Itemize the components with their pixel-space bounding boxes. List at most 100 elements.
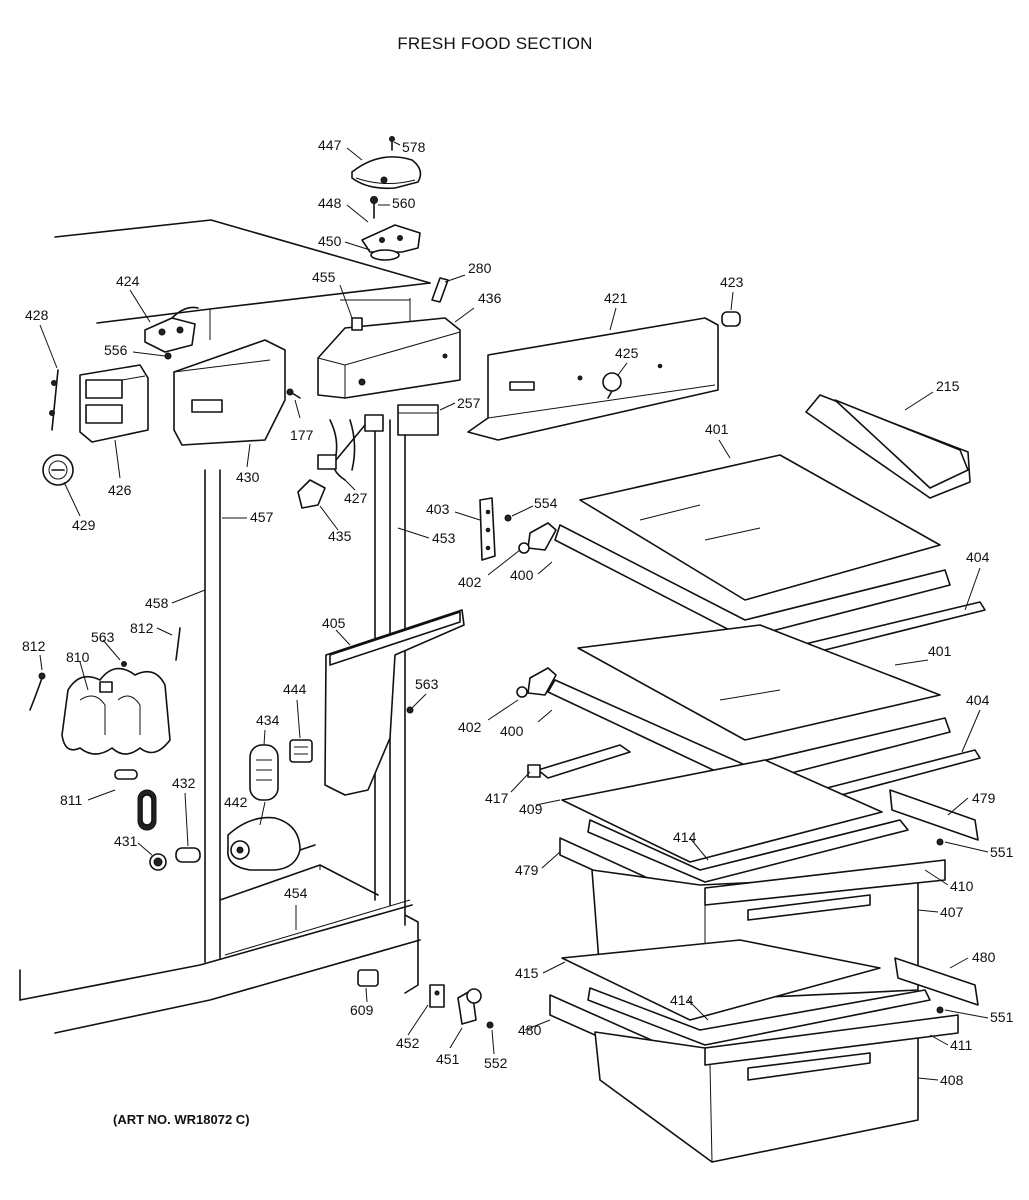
callout-257: 257: [457, 395, 481, 411]
callout-812-right: 812: [130, 620, 154, 636]
crisper-cover-415: [561, 939, 931, 1046]
shim-450: [370, 249, 400, 261]
callout-551-upper: 551: [990, 844, 1014, 860]
glass-shelf-lower: [547, 624, 951, 786]
callout-425: 425: [615, 345, 639, 361]
screw-551b: [936, 1006, 944, 1014]
callout-404-lower: 404: [966, 692, 990, 708]
callout-578: 578: [402, 139, 426, 155]
leader-lines: [39, 141, 989, 1081]
bracket-400-lower: [516, 667, 557, 698]
callout-554: 554: [534, 495, 558, 511]
callout-435: 435: [328, 528, 352, 544]
part-280: [431, 277, 449, 303]
callout-402-upper: 402: [458, 574, 482, 590]
screw-563-duct: [406, 706, 414, 714]
callout-415: 415: [515, 965, 539, 981]
shelf-rail-421: [467, 317, 719, 441]
callout-452: 452: [396, 1035, 420, 1051]
callout-400-lower: 400: [500, 723, 524, 739]
callout-411: 411: [950, 1037, 973, 1053]
callout-407: 407: [940, 904, 964, 920]
callout-430: 430: [236, 469, 260, 485]
callout-427: 427: [344, 490, 368, 506]
callout-480-right: 480: [972, 949, 996, 965]
part-444: [289, 739, 313, 763]
callout-552: 552: [484, 1055, 508, 1071]
callout-432: 432: [172, 775, 196, 791]
crisper-pan-408: [594, 1014, 959, 1163]
callout-479-left: 479: [515, 862, 539, 878]
callout-450: 450: [318, 233, 342, 249]
control-cover-430: [173, 339, 286, 446]
bracket-400-upper: [518, 522, 557, 554]
duct-426: [79, 364, 149, 443]
hinge-451: [457, 988, 482, 1025]
callout-455: 455: [312, 269, 336, 285]
wire-812-left: [29, 672, 46, 711]
callout-563-heater: 563: [91, 629, 115, 645]
screw-552: [486, 1021, 494, 1029]
callout-448: 448: [318, 195, 342, 211]
callout-479-right: 479: [972, 790, 996, 806]
sleeve-432: [175, 847, 201, 863]
callout-417: 417: [485, 790, 509, 806]
fan-cover-434: [249, 744, 279, 801]
callout-563-duct: 563: [415, 676, 439, 692]
callout-405: 405: [322, 615, 346, 631]
callout-404-upper: 404: [966, 549, 990, 565]
callout-480-left: 480: [518, 1022, 542, 1038]
bushing-431: [149, 853, 167, 871]
callout-434: 434: [256, 712, 280, 728]
screw-563-heater: [121, 661, 127, 667]
callout-436: 436: [478, 290, 502, 306]
callout-labels: 578 447 448 560 450 280 455 436 421 423 …: [22, 137, 1014, 1088]
page-title: FRESH FOOD SECTION: [397, 34, 593, 53]
callout-421: 421: [604, 290, 628, 306]
callout-811: 811: [60, 792, 83, 808]
callout-447: 447: [318, 137, 342, 153]
air-duct-405: [324, 609, 465, 796]
hinge-448: [361, 224, 421, 253]
callout-403: 403: [426, 501, 450, 517]
callout-442: 442: [224, 794, 248, 810]
support-403: [479, 497, 496, 561]
callout-280: 280: [468, 260, 492, 276]
clip-428: [49, 369, 59, 431]
callout-408: 408: [940, 1072, 964, 1088]
callout-409: 409: [519, 801, 543, 817]
callout-444: 444: [283, 681, 307, 697]
callout-428: 428: [25, 307, 49, 323]
screw-578: [389, 136, 395, 151]
screw-551a: [936, 838, 944, 846]
callout-458: 458: [145, 595, 169, 611]
callout-414-lower: 414: [670, 992, 694, 1008]
callout-426: 426: [108, 482, 132, 498]
callout-424: 424: [116, 273, 140, 289]
hinge-cover-447: [351, 156, 422, 190]
rail-417: [527, 744, 631, 779]
callout-402-lower: 402: [458, 719, 482, 735]
relay-257: [397, 404, 439, 436]
callout-609: 609: [350, 1002, 374, 1018]
callout-454: 454: [284, 885, 308, 901]
grommet-432: [137, 789, 157, 831]
part-609: [357, 969, 379, 987]
callout-401-upper: 401: [705, 421, 729, 437]
callout-431: 431: [114, 833, 138, 849]
screw-556: [164, 352, 172, 360]
screw-177: [286, 388, 301, 399]
crisper-cover-409: [561, 759, 909, 883]
thermostat-424: [144, 306, 199, 353]
slide-480-right: [894, 957, 979, 1006]
callout-414-upper: 414: [673, 829, 697, 845]
slide-479-right: [889, 789, 979, 841]
screw-554: [504, 514, 512, 522]
callout-429: 429: [72, 517, 96, 533]
callout-810: 810: [66, 649, 90, 665]
lamp-socket-435: [297, 479, 326, 509]
callout-551-lower: 551: [990, 1009, 1014, 1025]
bumper-423: [721, 311, 741, 327]
screw-560: [370, 196, 378, 219]
